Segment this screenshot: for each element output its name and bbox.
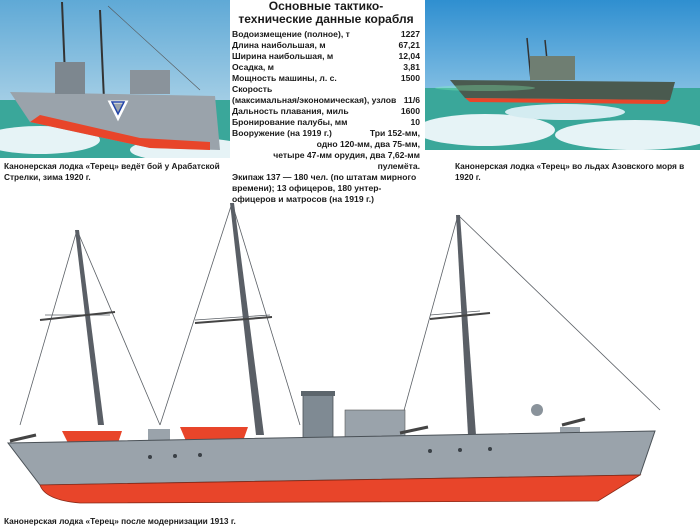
caption-bottom: Канонерская лодка «Терец» после модерниз… <box>4 516 236 526</box>
painting-battle <box>0 0 230 158</box>
spec-row: Мощность машины, л. с.1500 <box>232 73 420 83</box>
spec-armament-line2: одно 120-мм, два 75-мм, <box>316 139 420 149</box>
ship-profile-drawing <box>0 195 700 510</box>
spec-row: Скорость <box>232 84 273 94</box>
specs-title: Основные тактико-технические данные кора… <box>238 0 414 26</box>
spec-crew: Экипаж 137 — 180 чел. (по штатам мирного… <box>232 172 417 204</box>
spec-armament-line3: четыре 47-мм орудия, два 7,62-мм пулемёт… <box>273 150 420 171</box>
specs-block: Основные тактико-технические данные кора… <box>232 0 420 205</box>
caption-right: Канонерская лодка «Терец» во льдах Азовс… <box>455 161 685 182</box>
painting-ice <box>425 0 700 150</box>
caption-left: Канонерская лодка «Терец» ведёт бой у Ар… <box>4 161 220 182</box>
spec-armament: Вооружение (на 1919 г.)Три 152-мм, <box>232 128 420 138</box>
